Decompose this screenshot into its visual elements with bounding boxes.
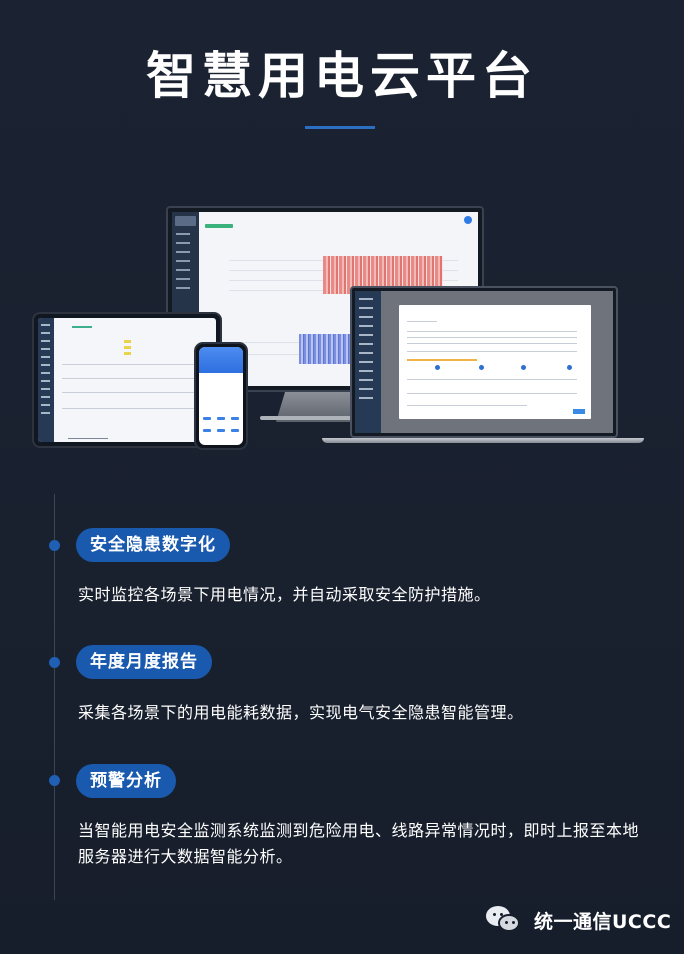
timeline-dot [49,775,60,786]
title-underline [305,126,375,129]
feature-description: 采集各场景下的用电能耗数据，实现电气安全隐患智能管理。 [78,703,524,722]
sidebar-item [176,251,190,253]
feature-description: 实时监控各场景下用电情况，并自动采取安全防护措施。 [78,585,491,604]
monitor-dashboard [199,212,478,386]
line-chart [68,438,108,439]
app-logo [175,216,196,226]
confirm-button [573,409,585,414]
monitor-base [260,416,380,420]
tablet [32,312,222,448]
sidebar-item [176,233,190,235]
laptop-screen [355,291,613,433]
timeline-line [54,494,55,900]
toggle-icon [479,365,484,370]
blue-bar-chart [299,334,351,364]
timeline-dot [49,657,60,668]
toggle-icon [521,365,526,370]
sidebar-item [176,260,190,262]
status-bar [205,224,233,228]
toggle-icon [567,365,572,370]
footer-watermark: 统一通信UCCC [486,905,671,935]
tablet-sidebar [38,318,54,442]
page-title: 智慧用电云平台 [146,47,538,105]
wechat-icon [486,906,524,934]
sidebar-item [176,242,190,244]
warning-row [407,359,477,361]
feature-tag-digitization: 安全隐患数字化 [76,528,230,562]
feature-description: 当智能用电安全监测系统监测到危险用电、线路异常情况时，即时上报至本地服务器进行大… [78,821,640,866]
laptop-sidebar [355,291,381,433]
smartphone [194,342,248,450]
account-name: 统一通信UCCC [534,910,672,933]
timeline-dot [49,540,60,551]
feature-tag-alerts: 预警分析 [76,764,176,798]
phone-header [199,347,243,373]
sidebar-item [176,278,190,280]
phone-screen [199,347,243,445]
feature-tag-reports: 年度月度报告 [76,645,212,679]
avatar [464,216,472,224]
tablet-screen [38,318,216,442]
device-showcase [0,200,684,460]
settings-modal [399,305,591,419]
sidebar-item [176,287,190,289]
laptop [350,286,618,438]
laptop-base [322,438,644,443]
toggle-icon [435,365,440,370]
sidebar-item [176,269,190,271]
